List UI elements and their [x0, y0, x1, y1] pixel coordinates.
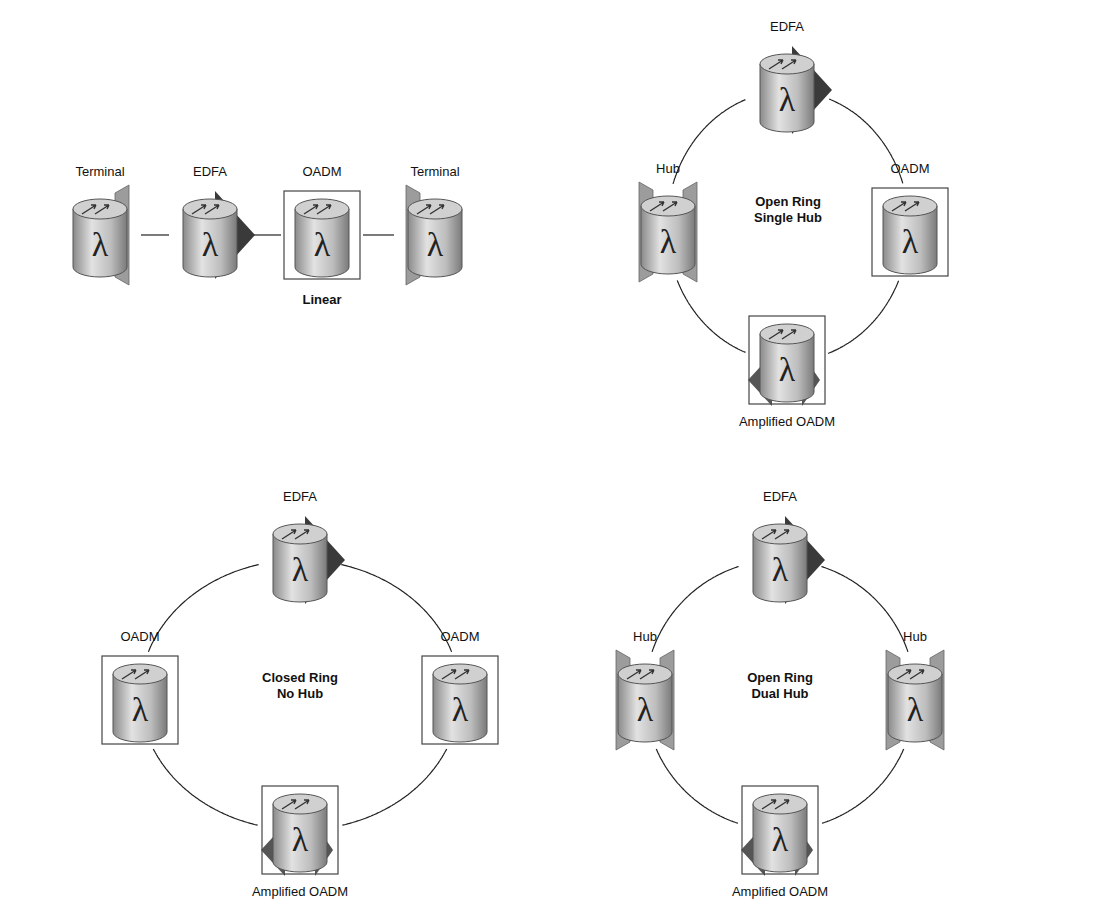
lambda-symbol: λ: [267, 227, 377, 263]
topology-title: Open Ring Single Hub: [745, 194, 831, 226]
topology-title: Linear: [282, 292, 362, 308]
node-icon: λ: [590, 648, 700, 752]
node-icon: λ: [860, 648, 970, 752]
fiber-link: [677, 280, 745, 352]
lambda-symbol: λ: [380, 227, 490, 263]
node-icon: λ: [45, 183, 155, 287]
node-label: Terminal: [75, 162, 124, 183]
node-icon: λ: [613, 180, 723, 284]
fiber-link: [153, 749, 257, 825]
optical-node: OADM λ: [85, 627, 195, 752]
fiber-link: [656, 749, 738, 823]
node-label: EDFA: [763, 487, 797, 508]
lambda-symbol: λ: [725, 822, 835, 858]
lambda-symbol: λ: [855, 224, 965, 260]
node-label: EDFA: [193, 162, 227, 183]
node-icon: λ: [245, 778, 355, 882]
optical-node: Hub λ: [590, 627, 700, 752]
node-label: Amplified OADM: [739, 412, 835, 433]
optical-node: λAmplified OADM: [245, 778, 355, 903]
node-icon: λ: [380, 183, 490, 287]
lambda-symbol: λ: [732, 82, 842, 118]
node-label: EDFA: [283, 487, 317, 508]
topology-title: Closed Ring No Hub: [257, 670, 343, 702]
node-icon: λ: [725, 778, 835, 882]
node-label: OADM: [303, 162, 342, 183]
lambda-symbol: λ: [725, 552, 835, 588]
fiber-link: [821, 567, 908, 652]
node-icon: λ: [855, 180, 965, 284]
lambda-symbol: λ: [613, 224, 723, 260]
lambda-symbol: λ: [860, 692, 970, 728]
optical-node: EDFA λ: [732, 17, 842, 142]
node-label: OADM: [891, 159, 930, 180]
node-icon: λ: [405, 648, 515, 752]
node-label: OADM: [121, 627, 160, 648]
node-label: Amplified OADM: [252, 882, 348, 903]
node-label: Terminal: [410, 162, 459, 183]
lambda-symbol: λ: [45, 227, 155, 263]
optical-node: EDFA λ: [155, 162, 265, 287]
optical-node: Terminal λ: [45, 162, 155, 287]
optical-node: Terminal λ: [380, 162, 490, 287]
optical-node: OADM λ: [267, 162, 377, 287]
fiber-link: [828, 281, 899, 354]
node-label: Hub: [633, 627, 657, 648]
optical-node: OADM λ: [855, 159, 965, 284]
node-icon: λ: [155, 183, 265, 287]
lambda-symbol: λ: [405, 692, 515, 728]
fiber-link: [251, 234, 281, 235]
node-icon: λ: [732, 308, 842, 412]
optical-node: Hub λ: [860, 627, 970, 752]
node-icon: λ: [725, 508, 835, 612]
node-icon: λ: [732, 38, 842, 142]
fiber-link: [141, 234, 169, 235]
node-icon: λ: [245, 508, 355, 612]
fiber-link: [673, 100, 745, 184]
fiber-link: [342, 749, 446, 825]
fiber-link: [652, 567, 739, 652]
lambda-symbol: λ: [155, 227, 265, 263]
lambda-symbol: λ: [732, 352, 842, 388]
lambda-symbol: λ: [85, 692, 195, 728]
node-icon: λ: [267, 183, 377, 287]
optical-node: OADM λ: [405, 627, 515, 752]
optical-node: EDFA λ: [245, 487, 355, 612]
optical-node: λAmplified OADM: [725, 778, 835, 903]
node-label: Hub: [903, 627, 927, 648]
lambda-symbol: λ: [590, 692, 700, 728]
optical-node: λAmplified OADM: [732, 308, 842, 433]
node-label: Hub: [656, 159, 680, 180]
lambda-symbol: λ: [245, 822, 355, 858]
fiber-link: [822, 749, 904, 823]
fiber-link: [341, 565, 451, 652]
lambda-symbol: λ: [245, 552, 355, 588]
node-label: EDFA: [770, 17, 804, 38]
node-label: OADM: [441, 627, 480, 648]
optical-node: Hub λ: [613, 159, 723, 284]
fiber-link: [148, 565, 258, 652]
optical-node: EDFA λ: [725, 487, 835, 612]
topology-title: Open Ring Dual Hub: [737, 670, 823, 702]
node-label: Amplified OADM: [732, 882, 828, 903]
node-icon: λ: [85, 648, 195, 752]
fiber-link: [363, 234, 394, 235]
